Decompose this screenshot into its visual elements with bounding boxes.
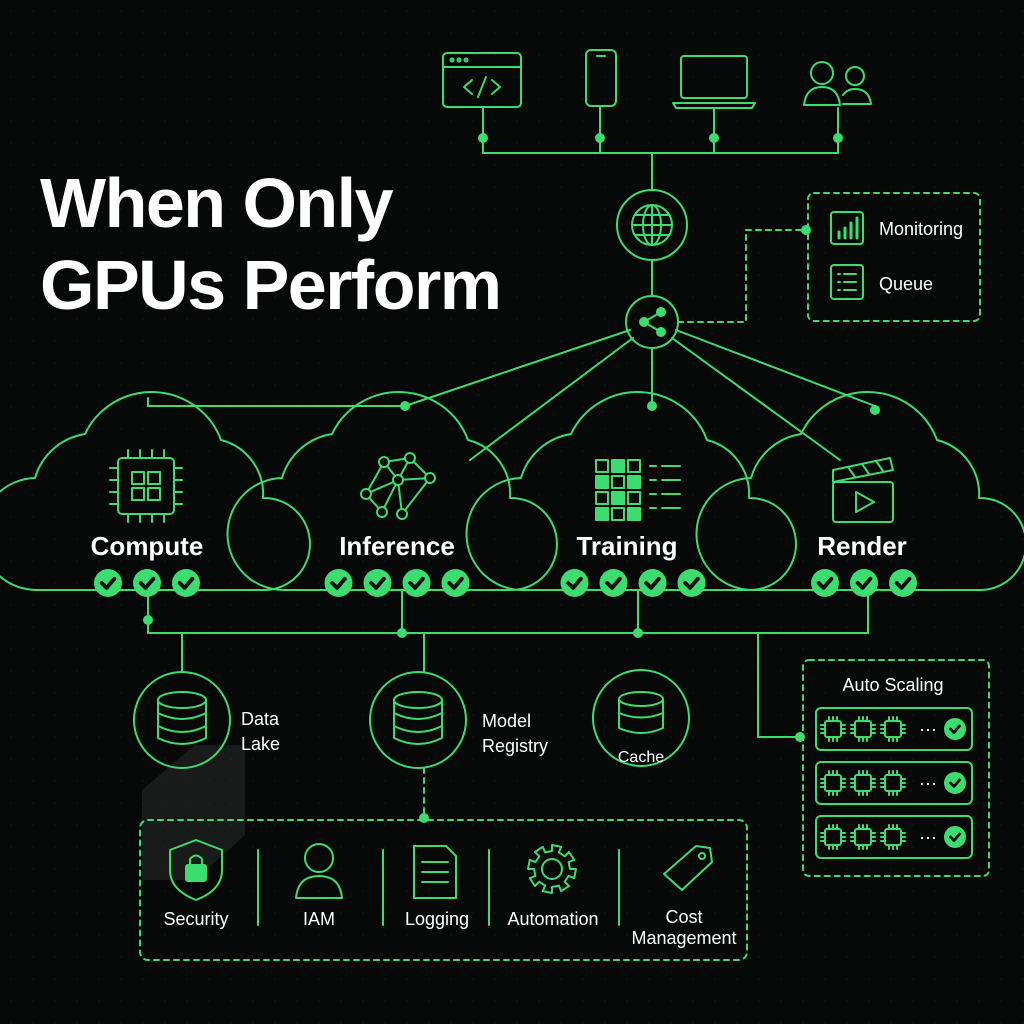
mini-chip-icon: [820, 824, 846, 850]
data-grid-icon: [595, 459, 681, 521]
mini-chip-icon: [820, 770, 846, 796]
document-icon: [413, 845, 457, 899]
check-badge-icon: [811, 569, 839, 597]
check-badge-icon: [363, 569, 392, 597]
user-icon: [295, 843, 343, 899]
model-registry-icon: [369, 671, 467, 769]
scaling-ellipsis: ···: [919, 773, 937, 793]
check-badge-icon: [172, 569, 200, 597]
scaling-row-1: [815, 707, 973, 751]
data-lake-icon: [133, 671, 231, 769]
check-badge-icon: [638, 569, 667, 597]
mini-chip-icon: [850, 716, 876, 742]
service-label-iam: IAM: [303, 909, 335, 929]
mini-chip-icon: [850, 824, 876, 850]
cloud-label-inference: Inference: [339, 531, 455, 561]
scaling-ellipsis: ···: [919, 827, 937, 847]
neural-network-icon: [360, 452, 436, 520]
check-badge-icon: [677, 569, 706, 597]
mini-chip-icon: [850, 770, 876, 796]
code-window-icon: [442, 52, 522, 108]
connector-dots: [143, 133, 880, 823]
check-badge-icon: [133, 569, 161, 597]
clapperboard-icon: [832, 457, 894, 523]
scaling-row-3: [815, 815, 973, 859]
cloud-label-training: Training: [576, 531, 677, 561]
cloud-label-render: Render: [817, 531, 907, 561]
service-label-security: Security: [163, 909, 228, 929]
page-title: When Only GPUs Perform: [40, 162, 502, 326]
queue-icon: [830, 264, 864, 300]
users-icon: [803, 61, 872, 106]
watermark-shape: [142, 745, 245, 880]
globe-icon: [616, 189, 688, 261]
check-badge-icon: [599, 569, 628, 597]
services-panel: [139, 819, 748, 961]
mini-chip-icon: [880, 824, 906, 850]
model-registry-label-2: Registry: [482, 736, 548, 756]
service-label-cost: Cost: [665, 907, 702, 927]
title-line-2: GPUs Perform: [40, 246, 502, 324]
share-hub-icon: [625, 295, 679, 349]
monitoring-label: Monitoring: [879, 219, 963, 239]
check-badge-icon: [944, 772, 966, 794]
service-label-management: Management: [631, 928, 736, 948]
service-label-automation: Automation: [507, 909, 598, 929]
laptop-icon: [672, 55, 756, 109]
gear-icon: [527, 844, 577, 894]
service-label-logging: Logging: [405, 909, 469, 929]
check-badge-icon: [850, 569, 878, 597]
check-badge-icon: [94, 569, 122, 597]
mobile-phone-icon: [585, 49, 617, 107]
mini-chip-icon: [880, 770, 906, 796]
data-lake-label-2: Lake: [241, 734, 280, 754]
check-badge-icon: [441, 569, 470, 597]
check-badge-icon: [944, 826, 966, 848]
check-badge-icon: [944, 718, 966, 740]
mini-chip-icon: [880, 716, 906, 742]
lock-shield-icon: [169, 839, 223, 901]
queue-label: Queue: [879, 274, 933, 294]
chip-icon: [109, 449, 183, 523]
price-tag-icon: [663, 845, 713, 891]
cloud-label-compute: Compute: [91, 531, 204, 561]
auto-scaling-title: Auto Scaling: [842, 675, 943, 695]
check-badge-icon: [560, 569, 589, 597]
title-line-1: When Only: [40, 164, 394, 242]
scaling-row-2: [815, 761, 973, 805]
scaling-ellipsis: ···: [919, 719, 937, 739]
check-badge-icon: [889, 569, 917, 597]
check-badge-icon: [324, 569, 353, 597]
check-badge-icon: [402, 569, 431, 597]
monitoring-panel: [807, 192, 981, 322]
mini-chip-icon: [820, 716, 846, 742]
monitoring-icon: [830, 211, 864, 245]
model-registry-label-1: Model: [482, 711, 531, 731]
cache-icon: [592, 669, 690, 767]
cache-label: Cache: [618, 749, 664, 766]
data-lake-label-1: Data: [241, 709, 280, 729]
auto-scaling-panel: [802, 659, 990, 877]
